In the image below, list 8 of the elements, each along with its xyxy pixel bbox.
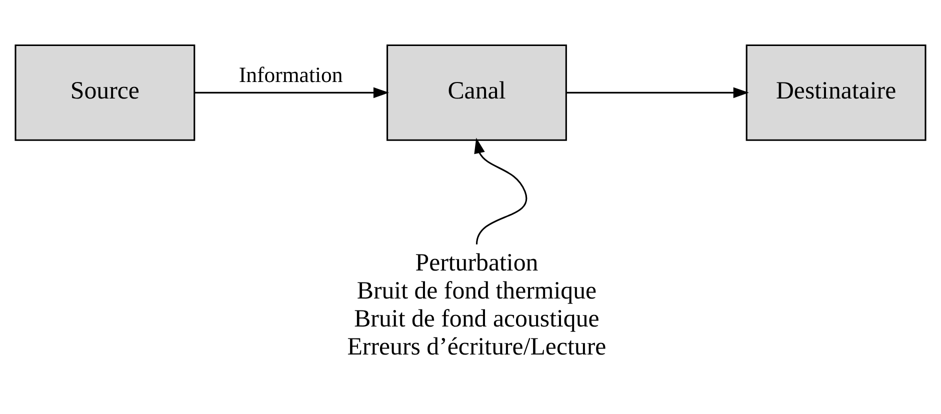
- node-text: Perturbation Bruit de fond thermique Bruit de fond acoustique Erreurs d’écriture/Lecture: [347, 249, 606, 360]
- node-box: Destinataire: [746, 44, 926, 141]
- node-box: Canal: [386, 44, 567, 141]
- arrow: [194, 87, 390, 98]
- node-box: Source: [14, 44, 196, 141]
- arrow: [566, 87, 749, 98]
- edge-label: Information: [238, 63, 343, 88]
- arrow: [474, 138, 528, 244]
